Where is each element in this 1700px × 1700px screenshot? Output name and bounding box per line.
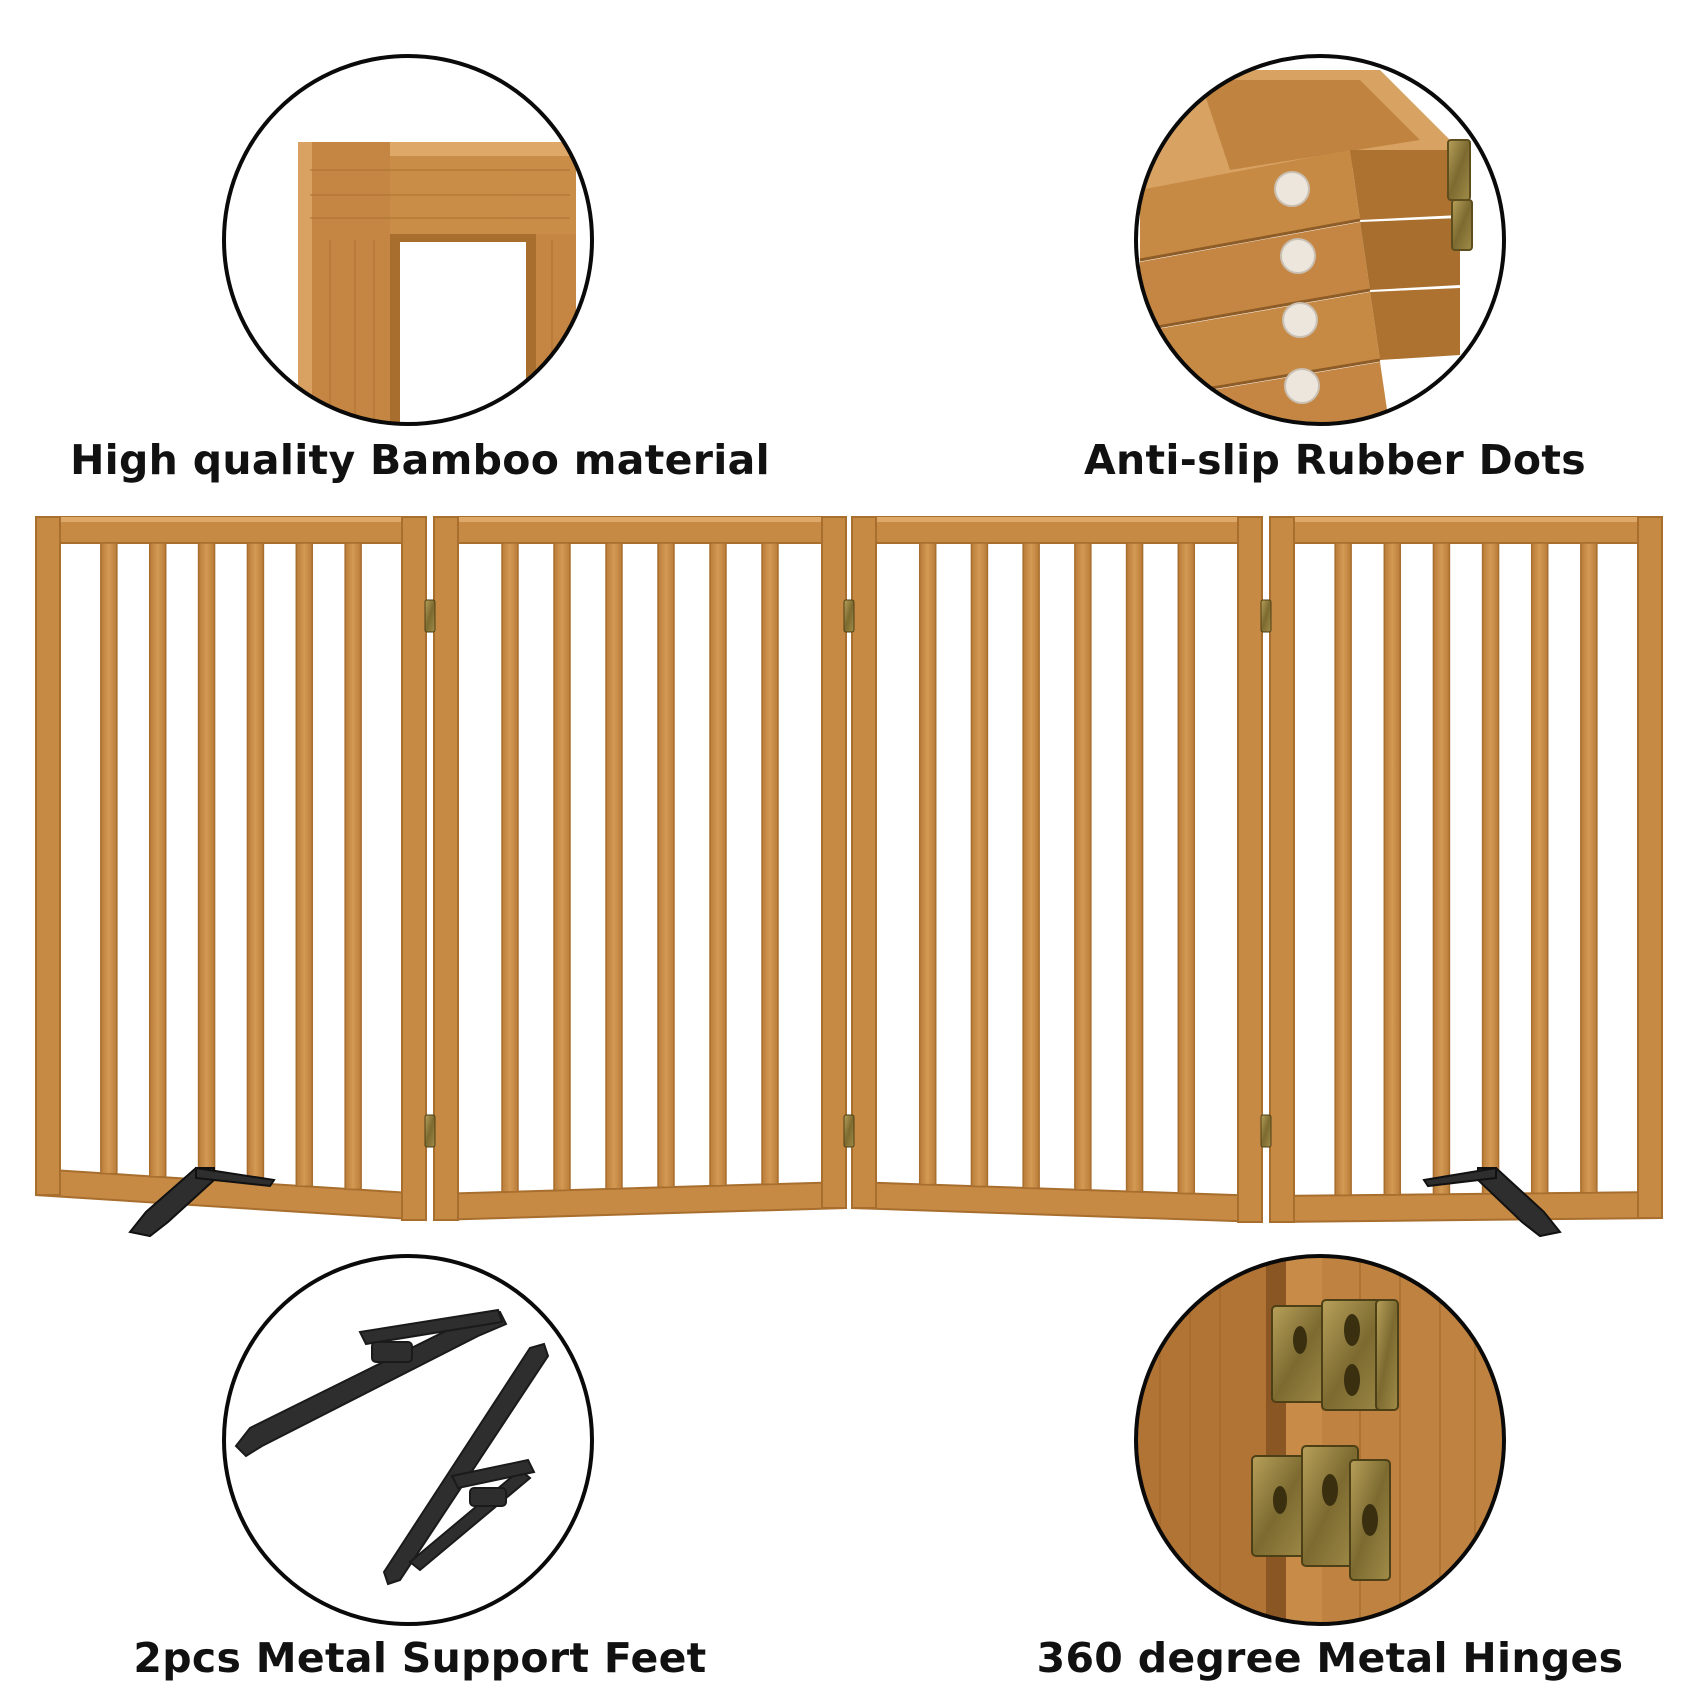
feature-label-rubber-dots: Anti-slip Rubber Dots xyxy=(1084,436,1586,484)
gate-slat xyxy=(1530,542,1549,1194)
gate-slat xyxy=(761,542,779,1185)
gate-slat xyxy=(501,542,519,1193)
support-feet-icon xyxy=(222,1254,594,1626)
gate-slat xyxy=(295,542,314,1187)
feature-label-bamboo: High quality Bamboo material xyxy=(70,436,770,484)
gate-slat xyxy=(1383,542,1402,1196)
gate-slat xyxy=(709,542,727,1187)
gate-panel xyxy=(433,516,847,1222)
gate-slat xyxy=(1074,542,1092,1191)
gate-hinge xyxy=(1260,599,1272,633)
gate-slat xyxy=(605,542,623,1190)
gate-support-foot xyxy=(128,1166,276,1238)
gate-slat xyxy=(197,542,216,1181)
gate-hinge xyxy=(1260,1114,1272,1148)
rubber-dots-icon xyxy=(1134,54,1506,426)
gate-panel xyxy=(851,516,1263,1224)
gate-slat xyxy=(344,542,362,1191)
gate-slat xyxy=(1125,542,1144,1193)
bamboo-frame-corner-icon xyxy=(222,54,594,426)
gate-slat xyxy=(1432,542,1451,1196)
gate-slat xyxy=(918,542,937,1186)
gate-support-foot xyxy=(1422,1166,1562,1238)
gate-panel xyxy=(35,516,427,1222)
gate-hinge xyxy=(424,1114,436,1148)
gate-slat xyxy=(1580,542,1598,1194)
gate-hinge xyxy=(424,599,436,633)
gate-panel xyxy=(1269,516,1663,1224)
gate-slat xyxy=(1334,542,1352,1197)
gate-slat xyxy=(553,542,571,1192)
feature-label-support-feet: 2pcs Metal Support Feet xyxy=(133,1634,707,1682)
gate-slat xyxy=(100,542,118,1175)
gate-slat xyxy=(1177,542,1196,1195)
gate-slat xyxy=(246,542,265,1184)
folding-gate xyxy=(35,516,1663,1238)
gate-hinge xyxy=(843,599,855,633)
gate-slat xyxy=(148,542,167,1178)
hinge-icon xyxy=(1134,1254,1506,1626)
gate-slat xyxy=(1481,542,1500,1195)
gate-slat xyxy=(1022,542,1040,1189)
gate-slat xyxy=(970,542,989,1188)
gate-slat xyxy=(657,542,675,1188)
gate-hinge xyxy=(843,1114,855,1148)
feature-label-hinges: 360 degree Metal Hinges xyxy=(1036,1634,1624,1682)
